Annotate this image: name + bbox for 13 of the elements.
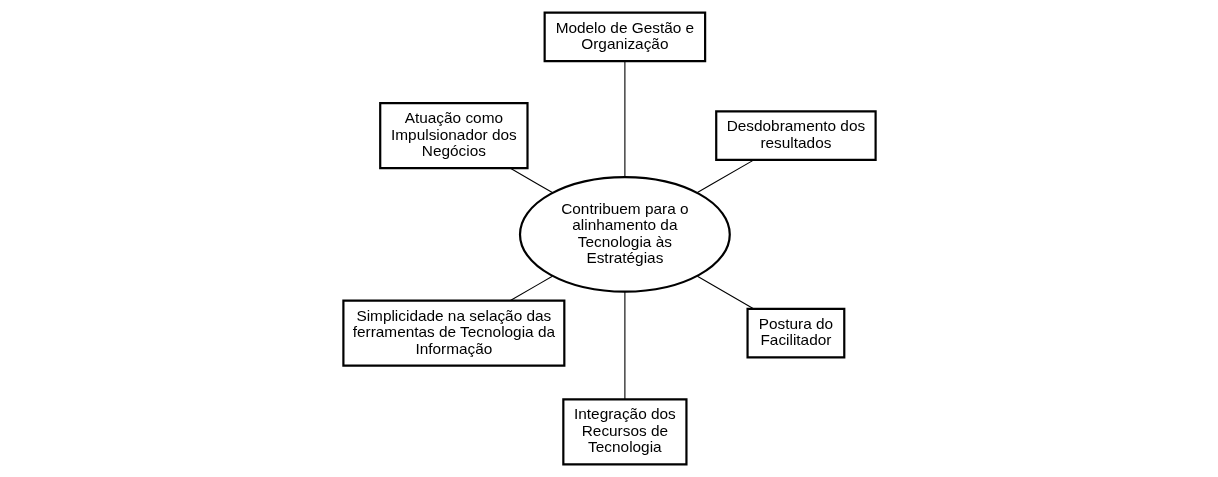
node-box: Desdobramento dos resultados — [714, 110, 877, 161]
connector — [509, 275, 553, 302]
node-ellipse: Contribuem para o alinhamento da Tecnologia às Estratégias — [518, 175, 731, 293]
node-box: Simplicidade na selação das ferramentas de Tecnologia da Informação — [341, 299, 565, 367]
node-box: Modelo de Gestão e Organização — [543, 11, 706, 63]
node-box: Atuação como Impulsionador dos Negócios — [378, 102, 529, 170]
connector — [696, 159, 754, 194]
connector — [696, 275, 754, 310]
node-box: Postura do Facilitador — [745, 307, 845, 359]
connector — [623, 291, 625, 400]
node-box: Integração dos Recursos de Tecnologia — [561, 398, 688, 466]
connector — [509, 167, 553, 194]
connector — [623, 61, 625, 178]
